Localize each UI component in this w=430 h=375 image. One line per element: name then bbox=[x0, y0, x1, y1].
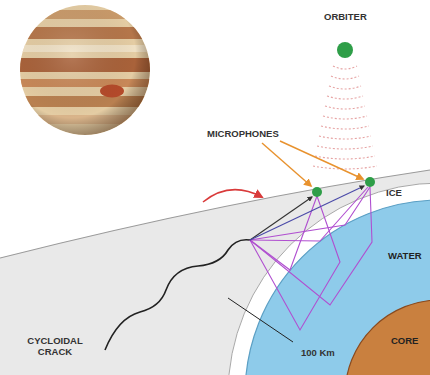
orbiter-dot bbox=[337, 42, 353, 58]
wave-arc bbox=[323, 116, 367, 119]
microphone-dot bbox=[365, 177, 375, 187]
wave-arc bbox=[329, 86, 361, 89]
wave-arc bbox=[313, 166, 377, 169]
core-outline bbox=[345, 300, 430, 375]
jupiter-planet bbox=[15, 0, 155, 140]
ice-label: ICE bbox=[386, 187, 402, 198]
wave-arc bbox=[321, 126, 369, 129]
wave-arc bbox=[333, 66, 357, 69]
thickness-label: 100 Km bbox=[301, 347, 335, 358]
propagation-arrow bbox=[203, 190, 262, 202]
wave-arc bbox=[331, 76, 359, 79]
wave-arc bbox=[327, 96, 363, 99]
orbiter-label: ORBITER bbox=[324, 11, 367, 22]
jupiter-base bbox=[15, 0, 155, 140]
water-layer-outline bbox=[245, 200, 430, 375]
leader-arrow bbox=[280, 141, 363, 179]
microphones-label: MICROPHONES bbox=[207, 128, 279, 139]
jupiter-shading bbox=[20, 5, 150, 135]
layer-label: WATER bbox=[388, 250, 422, 261]
microphone-dot bbox=[312, 187, 322, 197]
crack-label: CYCLOIDAL CRACK bbox=[20, 335, 90, 357]
inner-shell-gap bbox=[228, 183, 430, 375]
wave-arc bbox=[325, 106, 365, 109]
wave-arc bbox=[315, 156, 375, 159]
wave-arc bbox=[319, 136, 371, 139]
wave-arc bbox=[317, 146, 373, 149]
direct-ray bbox=[250, 197, 312, 240]
leader-arrow bbox=[262, 143, 311, 186]
cycloidal-crack bbox=[105, 240, 250, 350]
core: CORE bbox=[345, 300, 430, 375]
radio-waves bbox=[313, 66, 377, 169]
layer-label: CORE bbox=[391, 335, 418, 346]
